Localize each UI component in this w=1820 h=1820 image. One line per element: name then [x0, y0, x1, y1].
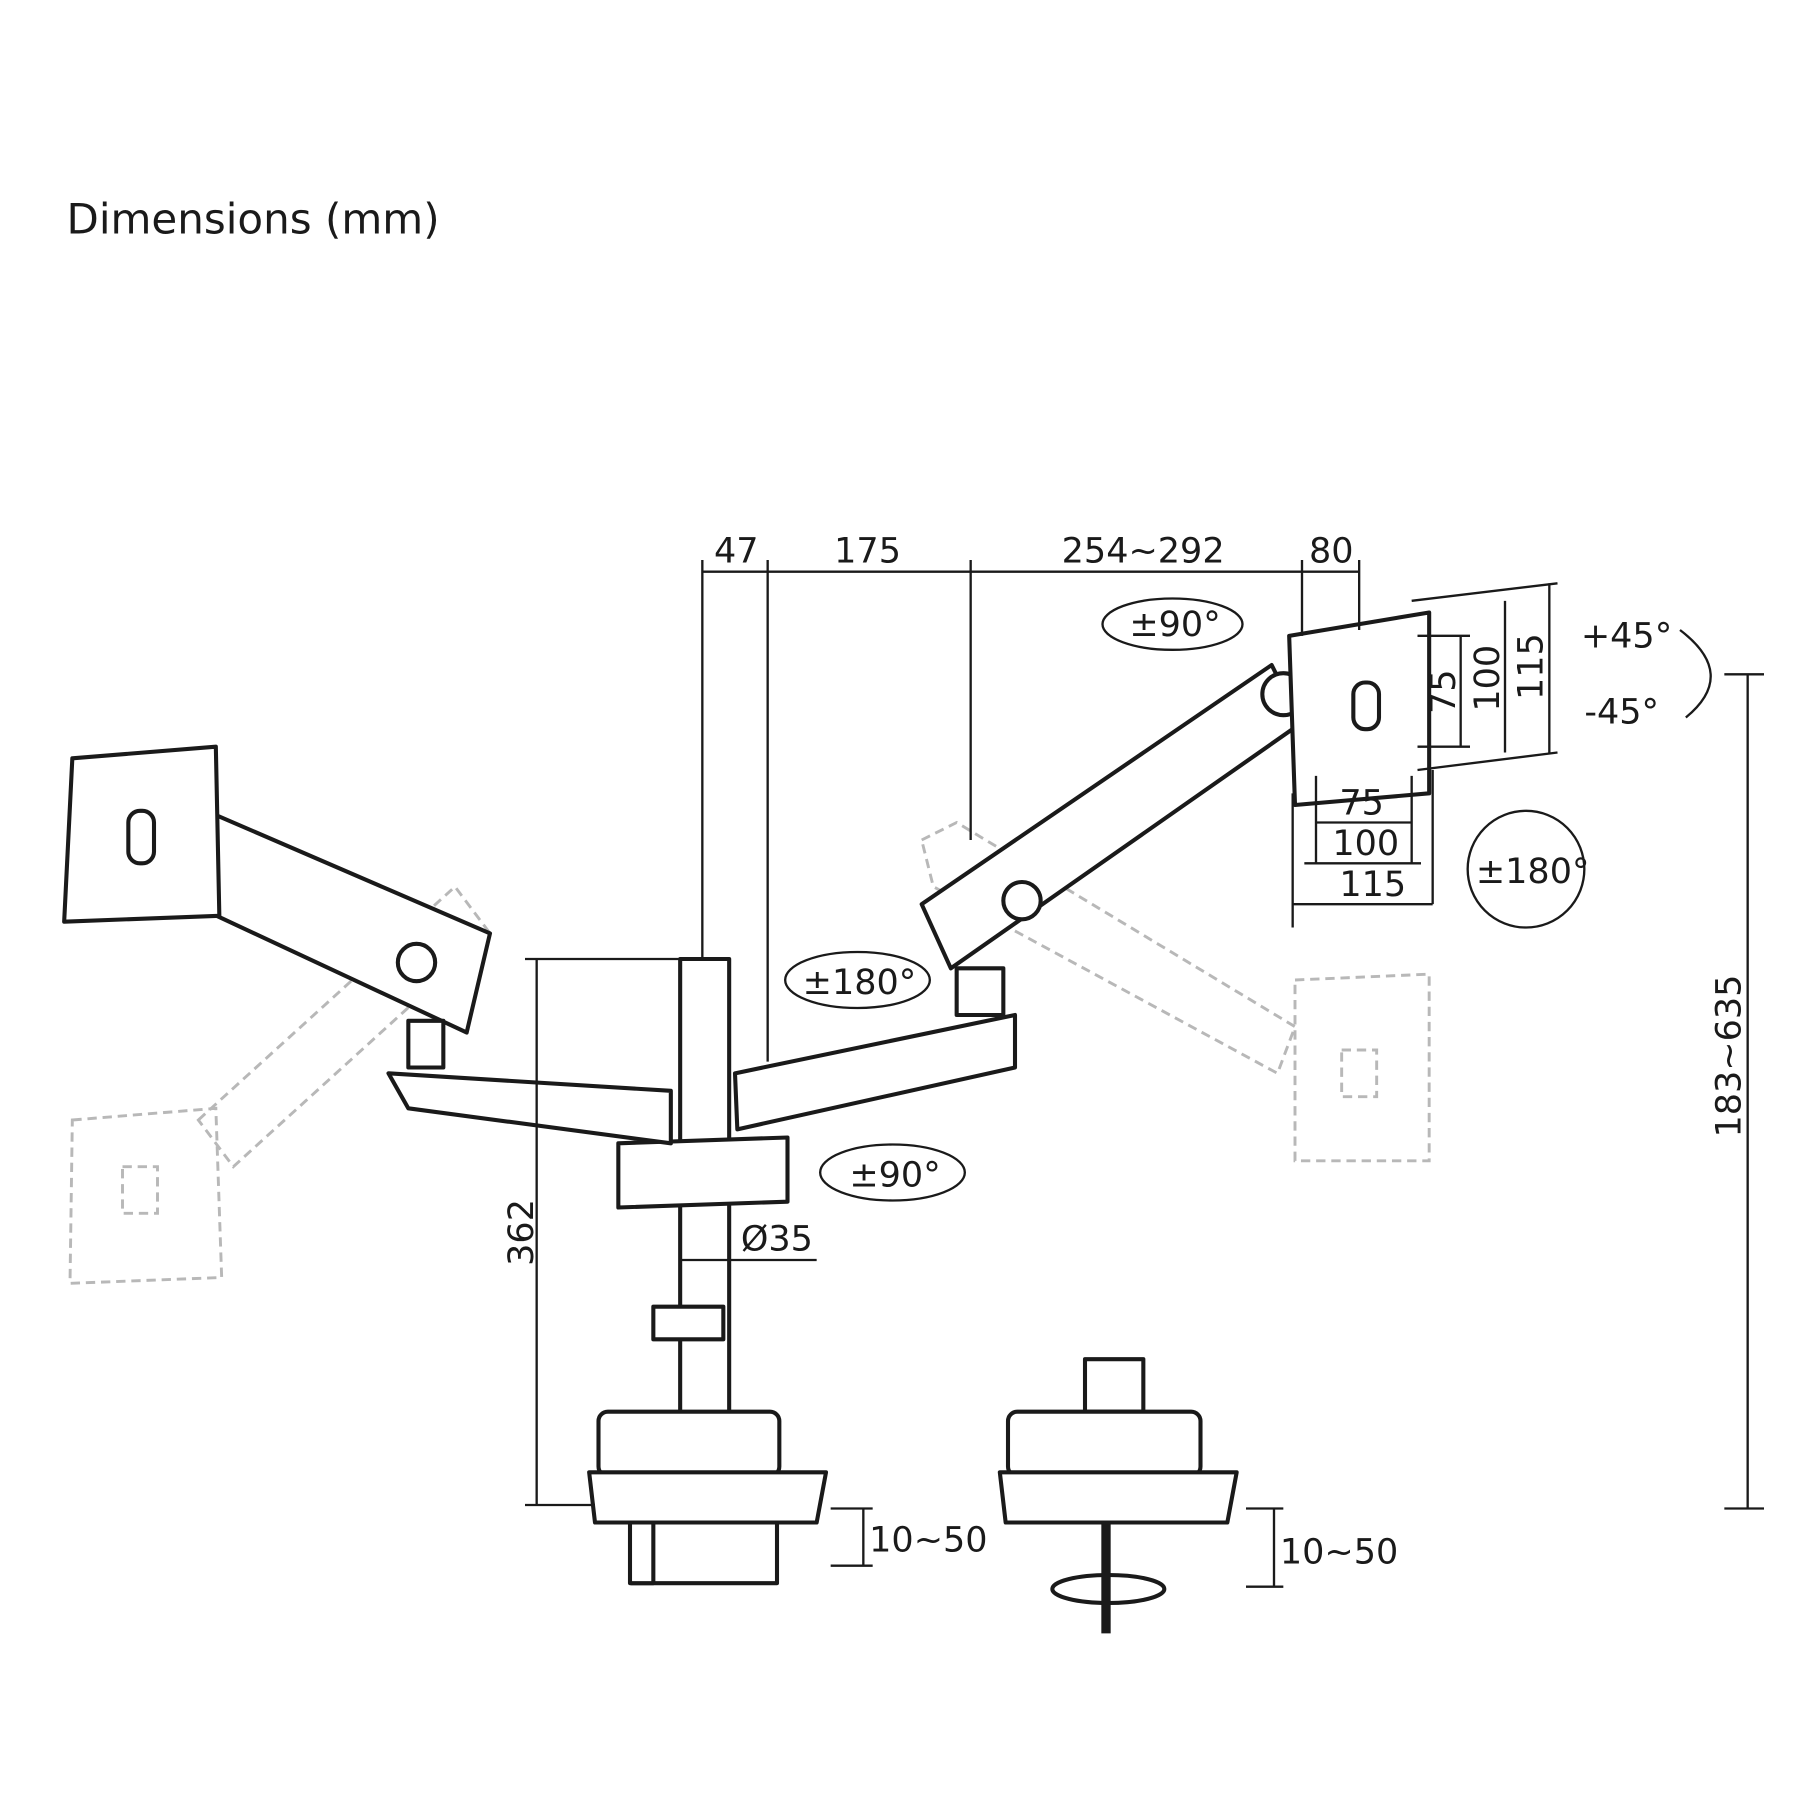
- vesa-h-100: 100: [1332, 824, 1399, 864]
- vesa-v-100: 100: [1468, 645, 1508, 712]
- swivel-hub: [616, 1135, 790, 1210]
- tilt-down-label: -45°: [1584, 692, 1659, 732]
- clamp-thickness-label: 10~50: [869, 1521, 987, 1561]
- left-arm: [62, 744, 673, 1146]
- vesa-horizontal-dims: [1291, 770, 1434, 928]
- pole-diameter-label: Ø35: [741, 1220, 813, 1260]
- clamp-base: [587, 1409, 829, 1586]
- tilt-up-label: +45°: [1581, 617, 1672, 657]
- base-swivel-label: ±90°: [849, 1156, 940, 1196]
- diagram-title: Dimensions (mm): [67, 194, 440, 243]
- grommet-thickness-label: 10~50: [1280, 1532, 1398, 1572]
- vesa-h-75: 75: [1339, 783, 1384, 823]
- right-arm: [732, 610, 1432, 1132]
- pole-height-line: [525, 957, 681, 1507]
- vesa-vertical-dims: [1411, 582, 1558, 772]
- height-range-line: [1724, 673, 1764, 1510]
- pole-height-label: 362: [502, 1199, 542, 1266]
- head-swivel-label: ±90°: [1129, 605, 1220, 645]
- ghost-right-arm: [919, 820, 1431, 1163]
- vesa-v-115: 115: [1511, 633, 1551, 700]
- rotation-arrows: [784, 597, 1712, 1202]
- grommet-base: [997, 1357, 1239, 1634]
- height-range-label: 183~635: [1710, 975, 1750, 1138]
- dim-47: 47: [714, 531, 759, 571]
- dim-254-292: 254~292: [1062, 531, 1225, 571]
- desk-thickness-lines: [830, 1507, 1284, 1588]
- arm-swivel-label: ±180°: [803, 963, 917, 1003]
- screen-rotation-label: ±180°: [1476, 852, 1590, 892]
- vesa-v-75: 75: [1424, 669, 1464, 714]
- dim-175: 175: [834, 531, 901, 571]
- top-dimension-line: [701, 560, 1361, 1062]
- dim-80: 80: [1309, 531, 1354, 571]
- vesa-h-115: 115: [1339, 865, 1406, 905]
